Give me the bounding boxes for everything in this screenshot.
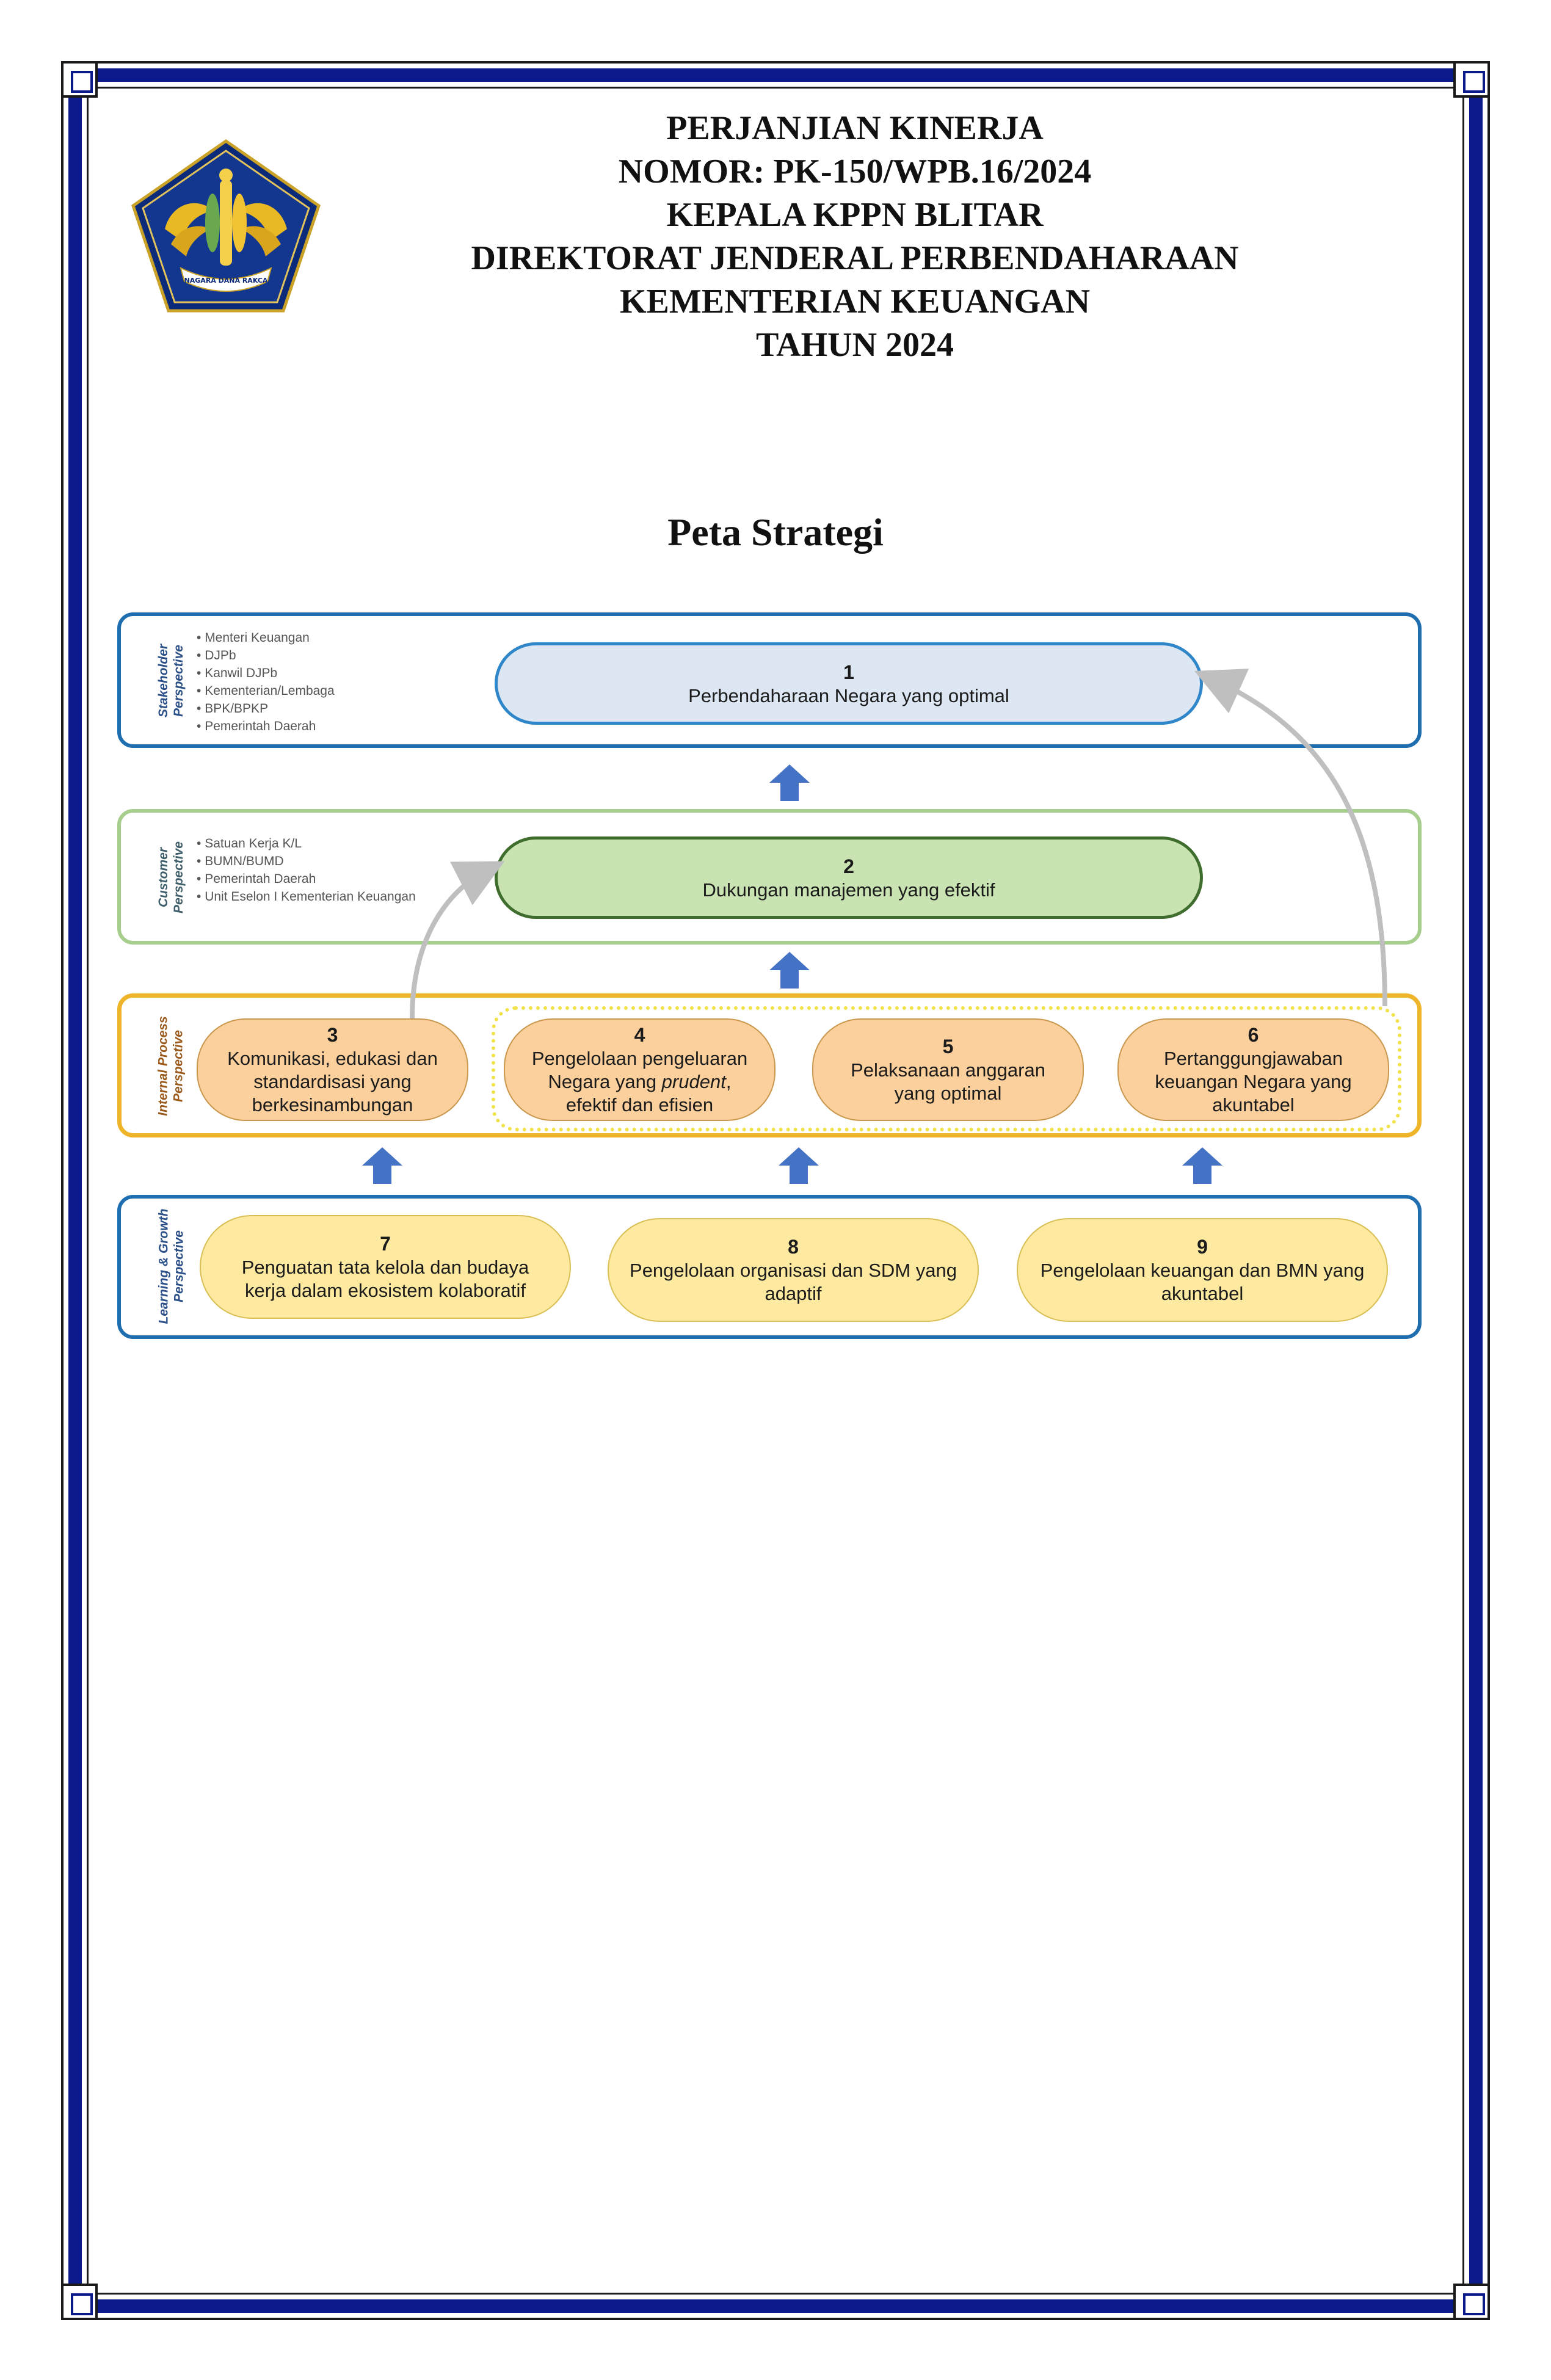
frame-corner-bottom-right: [1453, 2284, 1490, 2320]
objective-group-4-6: [492, 1006, 1401, 1131]
list-item: Kanwil DJPb: [197, 664, 335, 682]
page-border-inner: [87, 87, 1464, 2295]
objective-5: 5 Pelaksanaan anggaran yang optimal: [812, 1018, 1084, 1121]
up-arrow-icon: [1182, 1147, 1222, 1184]
header-year: TAHUN 2024: [755, 326, 954, 364]
list-item: Kementerian/Lembaga: [197, 682, 334, 700]
up-arrow-icon: [362, 1147, 402, 1184]
objective-6: 6 Pertanggungjawaban keuangan Negara yan…: [1117, 1018, 1389, 1121]
frame-corner-top-left: [61, 61, 98, 98]
objective-4: 4 Pengelolaan pengeluaran Negara yang pr…: [504, 1018, 776, 1121]
header-position: KEPALA KPPN BLITAR: [666, 196, 1044, 234]
header-ministry: KEMENTERIAN KEUANGAN: [619, 283, 1091, 321]
up-arrow-icon: [769, 764, 810, 801]
strategy-map-title: Peta Strategi: [667, 510, 884, 554]
header-number: NOMOR: PK-150/WPB.16/2024: [618, 153, 1092, 190]
page-border-outer: [61, 61, 1490, 2320]
objective-8: 8 Pengelolaan organisasi dan SDM yang ad…: [608, 1218, 979, 1322]
document-header: PERJANJIAN KINERJA NOMOR: PK-150/WPB.16/…: [342, 107, 1368, 367]
objective-2: 2 Dukungan manajemen yang efektif: [495, 836, 1203, 919]
up-arrow-icon: [769, 952, 810, 989]
frame-corner-bottom-left: [61, 2284, 98, 2320]
frame-corner-top-right: [1453, 61, 1490, 98]
customer-list: Satuan Kerja K/L BUMN/BUMD Pemerintah Da…: [197, 835, 416, 905]
list-item: DJPb: [197, 647, 335, 664]
list-item: Satuan Kerja K/L: [197, 835, 416, 852]
header-title: PERJANJIAN KINERJA: [666, 109, 1044, 147]
list-item: BUMN/BUMD: [197, 852, 416, 870]
objective-1: 1 Perbendaharaan Negara yang optimal: [495, 642, 1203, 725]
objective-9: 9 Pengelolaan keuangan dan BMN yang akun…: [1017, 1218, 1388, 1322]
header-directorate: DIREKTORAT JENDERAL PERBENDAHARAAN: [471, 239, 1239, 277]
page-border-blue: [68, 68, 1483, 2313]
objective-3: 3 Komunikasi, edukasi dan standardisasi …: [197, 1018, 468, 1121]
list-item: Pemerintah Daerah: [197, 870, 416, 888]
objective-7: 7 Penguatan tata kelola dan budaya kerja…: [200, 1215, 571, 1319]
list-item: BPK/BPKP: [197, 700, 335, 717]
list-item: Pemerintah Daerah: [197, 717, 335, 735]
kemenkeu-emblem-icon: NAGARA DANA RAKCA: [131, 139, 321, 313]
stakeholder-list: Menteri Keuangan DJPb Kanwil DJPb Kement…: [197, 629, 335, 735]
logo-motto: NAGARA DANA RAKCA: [184, 277, 268, 285]
list-item: Menteri Keuangan: [197, 629, 335, 647]
list-item: Unit Eselon I Kementerian Keuangan: [197, 888, 416, 905]
up-arrow-icon: [779, 1147, 819, 1184]
